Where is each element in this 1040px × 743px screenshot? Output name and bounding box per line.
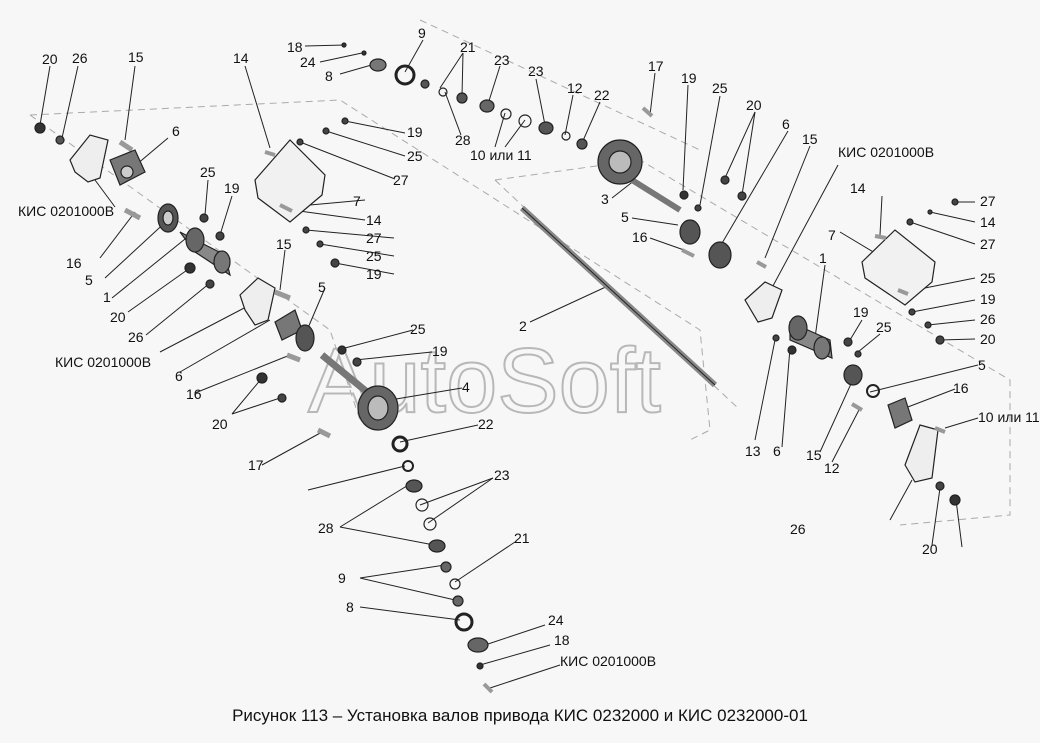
- callout-label: 8: [346, 599, 354, 615]
- callout-label: КИС 0201000В: [838, 144, 934, 160]
- callout-label: 19: [407, 124, 423, 140]
- callout-label: КИС 0201000В: [55, 354, 151, 370]
- assembly-outline: [29, 19, 1011, 526]
- callout-label: 25: [980, 270, 996, 286]
- callout-label: 26: [790, 521, 806, 537]
- callout-label: 14: [233, 50, 249, 66]
- callout-label: 15: [802, 131, 818, 147]
- callout-label: 28: [455, 132, 471, 148]
- callout-label: 13: [745, 443, 761, 459]
- callout-label: 8: [325, 68, 333, 84]
- callout-label: 25: [407, 148, 423, 164]
- callout-label: 24: [300, 54, 316, 70]
- callout-label: 18: [287, 39, 303, 55]
- callout-label: 14: [850, 180, 866, 196]
- callout-label: 6: [782, 116, 790, 132]
- callout-label: 20: [746, 97, 762, 113]
- callout-label: 26: [128, 329, 144, 345]
- callout-label: 19: [980, 291, 996, 307]
- callout-label: 16: [66, 255, 82, 271]
- callout-label: 2: [519, 318, 527, 334]
- callout-label: КИС 0201000В: [560, 653, 656, 669]
- callout-label: 23: [494, 52, 510, 68]
- callout-label: 5: [978, 357, 986, 373]
- callout-label: 20: [922, 541, 938, 557]
- callout-label: 6: [773, 443, 781, 459]
- callout-label: 1: [819, 250, 827, 266]
- callout-label: 26: [980, 311, 996, 327]
- callout-label: 14: [980, 214, 996, 230]
- callout-label: 16: [186, 386, 202, 402]
- figure-caption: Рисунок 113 – Установка валов привода КИ…: [232, 706, 808, 725]
- callout-label: 23: [528, 63, 544, 79]
- callout-label: 6: [175, 368, 183, 384]
- callout-label: 21: [460, 39, 476, 55]
- callout-label: 16: [632, 229, 648, 245]
- callout-label: 19: [853, 304, 869, 320]
- callout-label: 25: [200, 164, 216, 180]
- callout-label: 5: [85, 272, 93, 288]
- callout-label: 15: [128, 49, 144, 65]
- callout-label: 27: [980, 193, 996, 209]
- callout-label: 27: [393, 172, 409, 188]
- callout-label: 25: [410, 321, 426, 337]
- callout-label: 4: [462, 379, 470, 395]
- callout-label: 9: [338, 570, 346, 586]
- callout-label: 20: [110, 309, 126, 325]
- callout-label: 12: [567, 80, 583, 96]
- callout-label: 7: [828, 227, 836, 243]
- callout-label: 25: [366, 248, 382, 264]
- callout-label: КИС 0201000В: [18, 203, 114, 219]
- callout-label: 19: [681, 70, 697, 86]
- callout-label: 18: [554, 632, 570, 648]
- callout-label: 20: [980, 331, 996, 347]
- callout-label: 5: [318, 279, 326, 295]
- callout-label: 22: [478, 416, 494, 432]
- callout-label: 3: [601, 191, 609, 207]
- callout-label: 19: [224, 180, 240, 196]
- callout-label: 6: [172, 123, 180, 139]
- callout-label: 9: [418, 25, 426, 41]
- callout-label: 1: [103, 289, 111, 305]
- callout-label: 14: [366, 212, 382, 228]
- callout-label: 19: [366, 266, 382, 282]
- callout-label: 20: [212, 416, 228, 432]
- callout-label: 19: [432, 343, 448, 359]
- callout-label: 24: [548, 612, 564, 628]
- callout-label: 10 или 11: [978, 409, 1040, 425]
- callout-label: 15: [806, 447, 822, 463]
- callout-label: 17: [248, 457, 264, 473]
- callout-label: 27: [366, 230, 382, 246]
- callout-label: 26: [72, 50, 88, 66]
- callout-label: 17: [648, 58, 664, 74]
- callout-label: 23: [494, 467, 510, 483]
- parts: [34, 42, 961, 694]
- callout-label: 27: [980, 236, 996, 252]
- callout-label: 15: [276, 236, 292, 252]
- callout-label: 16: [953, 380, 969, 396]
- callout-label: 5: [621, 209, 629, 225]
- callout-label: 12: [824, 460, 840, 476]
- callout-label: 22: [594, 87, 610, 103]
- callout-label: 7: [353, 193, 361, 209]
- callout-label: 20: [42, 51, 58, 67]
- callout-label: 28: [318, 520, 334, 536]
- callout-label: 25: [876, 319, 892, 335]
- callout-label: 25: [712, 80, 728, 96]
- callout-label: 21: [514, 530, 530, 546]
- callout-label: 10 или 11: [470, 147, 532, 163]
- leader-lines: [39, 39, 979, 689]
